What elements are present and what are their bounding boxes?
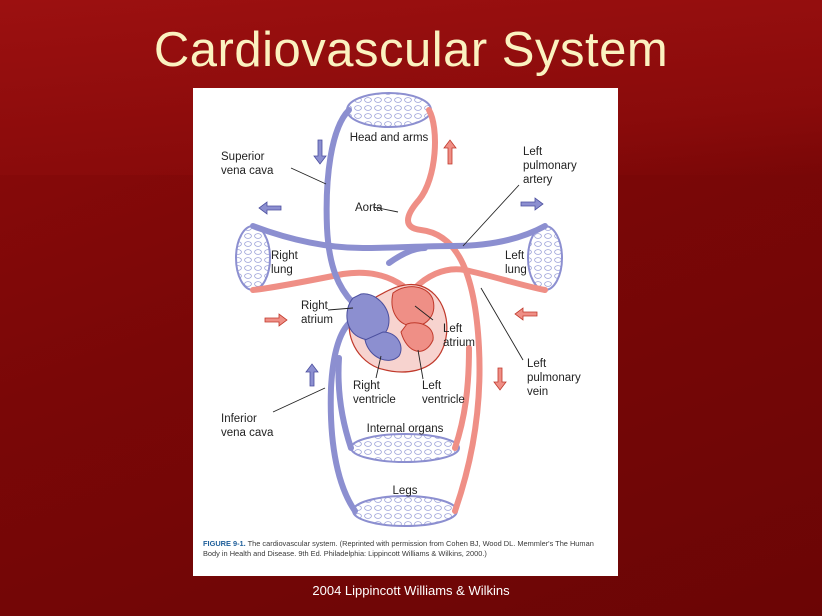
oxygen-rich-vessels — [250, 107, 548, 514]
figure-caption: FIGURE 9-1. The cardiovascular system. (… — [203, 539, 611, 559]
head-arms-capillaries — [346, 92, 432, 128]
flow-arrows — [258, 139, 544, 391]
cardiovascular-figure: Head and arms Superior vena cava Aorta L… — [193, 88, 618, 576]
label-right-lung-1: Right — [271, 250, 299, 262]
label-right-lung-2: lung — [271, 264, 293, 276]
legs-capillaries — [352, 495, 458, 527]
label-internal-organs: Internal organs — [367, 423, 444, 435]
label-superior-vena-cava-1: Superior — [221, 151, 265, 163]
label-left-pulmonary-artery-1: Left — [523, 146, 543, 158]
label-right-atrium-1: Right — [301, 300, 329, 312]
caption-text: The cardiovascular system. (Reprinted wi… — [203, 539, 594, 558]
label-inferior-vena-cava-2: vena cava — [221, 427, 274, 439]
heart — [346, 283, 448, 373]
internal-organs-capillaries — [350, 433, 460, 463]
copyright-footer: 2004 Lippincott Williams & Wilkins — [312, 583, 510, 598]
caption-figure-number: FIGURE 9-1. — [203, 539, 246, 548]
label-left-lung-2: lung — [505, 264, 527, 276]
label-left-atrium-2: atrium — [443, 337, 475, 349]
label-left-pulmonary-vein-3: vein — [527, 386, 548, 398]
circulation-diagram: Head and arms Superior vena cava Aorta L… — [221, 92, 581, 527]
right-lung-capillaries — [235, 225, 271, 291]
slide-title: Cardiovascular System — [153, 23, 669, 77]
label-left-ventricle-1: Left — [422, 380, 442, 392]
label-superior-vena-cava-2: vena cava — [221, 165, 274, 177]
oxygen-poor-vessels — [250, 107, 548, 514]
leader-lines — [272, 167, 524, 413]
label-left-atrium-1: Left — [443, 323, 463, 335]
label-right-atrium-2: atrium — [301, 314, 333, 326]
label-right-ventricle-2: ventricle — [353, 394, 396, 406]
label-head-arms: Head and arms — [350, 132, 429, 144]
label-left-pulmonary-vein-1: Left — [527, 358, 547, 370]
label-left-ventricle-2: ventricle — [422, 394, 465, 406]
label-right-ventricle-1: Right — [353, 380, 381, 392]
label-left-pulmonary-artery-2: pulmonary — [523, 160, 577, 172]
label-left-lung-1: Left — [505, 250, 525, 262]
label-legs: Legs — [393, 485, 418, 497]
label-inferior-vena-cava-1: Inferior — [221, 413, 257, 425]
left-lung-capillaries — [527, 225, 563, 291]
label-aorta: Aorta — [355, 202, 383, 214]
label-left-pulmonary-artery-3: artery — [523, 174, 553, 186]
label-left-pulmonary-vein-2: pulmonary — [527, 372, 581, 384]
